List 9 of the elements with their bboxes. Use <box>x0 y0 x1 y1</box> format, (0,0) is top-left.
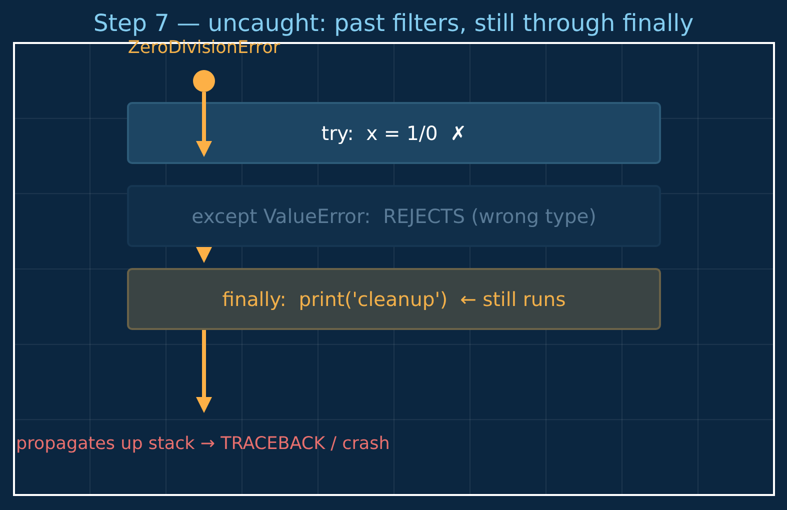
arrow <box>196 330 212 413</box>
arrow <box>196 247 212 263</box>
arrow <box>196 92 212 157</box>
diagram-title: Step 7 — uncaught: past filters, still through finally <box>93 9 694 37</box>
exception-name: ZeroDivisionError <box>128 38 280 59</box>
try-block: try: x = 1/0 ✗ <box>127 102 661 164</box>
except-block: except ValueError: REJECTS (wrong type) <box>127 185 661 247</box>
finally-block: finally: print('cleanup') ← still runs <box>127 268 661 330</box>
outcome-text: propagates up stack → TRACEBACK / crash <box>16 433 408 455</box>
